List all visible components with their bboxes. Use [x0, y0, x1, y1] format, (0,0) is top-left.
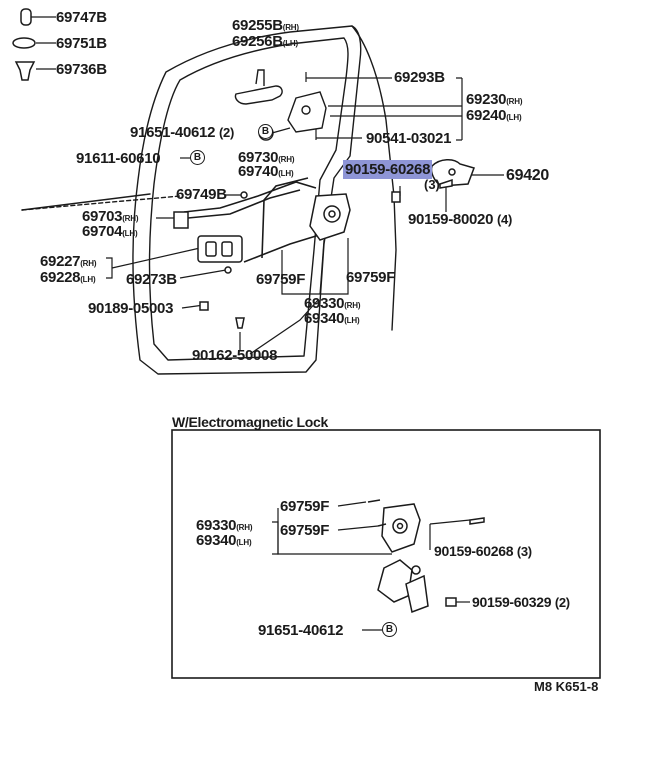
inset-leader-69759F-2: [337, 525, 379, 531]
leader-90162: [249, 299, 319, 355]
label-90189: 90189-05003: [88, 300, 174, 317]
inset-label-69340: 69340(LH): [196, 532, 252, 549]
label-90159-80020: 90159-80020 (4): [408, 211, 512, 228]
screw-90159-80020: [439, 178, 453, 189]
leader-69227-bracket: [106, 257, 113, 279]
inset-title: W/Electromagnetic Lock: [172, 414, 328, 430]
inset-label-69330: 69330(RH): [196, 517, 253, 534]
door-frame-outer: [132, 25, 362, 375]
label-91651-top: 91651-40612 (2): [130, 124, 234, 141]
leader-69273B: [179, 269, 227, 279]
inset-leader-69330: [277, 508, 392, 555]
diagram-code: M8 K651-8: [534, 679, 599, 694]
label-69330: 69330(RH): [304, 295, 361, 312]
label-69293B: 69293B: [394, 69, 445, 86]
inset-label-69759F-2: 69759F: [280, 522, 330, 539]
screw-90159-60268: [391, 191, 401, 203]
label-69703: 69703(RH): [82, 208, 139, 225]
label-69240: 69240(LH): [466, 107, 522, 124]
inset-leader-bracket: [272, 521, 279, 555]
leader-69227: [111, 247, 201, 269]
rod-69749B: [183, 181, 317, 213]
inset-label-90159-60329: 90159-60329 (2): [472, 594, 570, 610]
label-69273B: 69273B: [126, 271, 177, 288]
rod-69749B-b: [187, 189, 301, 219]
inset-frame: [171, 429, 601, 679]
inset-label-90159-60268: 90159-60268 (3): [434, 543, 532, 559]
label-69256B: 69256B(LH): [232, 33, 298, 50]
leader-69230-ends: [456, 77, 462, 141]
bracket-69703-shape: [173, 211, 189, 229]
label-69751B: 69751B: [56, 35, 107, 52]
inset-screw-60329: [445, 597, 457, 607]
inset-screw-60268: [469, 517, 485, 525]
leader-69230-lines: [328, 105, 462, 117]
label-69230: 69230(RH): [466, 91, 523, 108]
clip-69273B-shape: [224, 266, 232, 274]
door-frame-inner: [148, 37, 349, 361]
bolt-90162: [235, 317, 245, 329]
bolt-b-callout-left: B: [190, 150, 205, 165]
label-69736B: 69736B: [56, 61, 107, 78]
leader-69330: [319, 239, 325, 295]
inset-leader-90159-60268: [429, 519, 471, 525]
highlighted-part-90159-60268[interactable]: 90159-60268: [343, 160, 433, 179]
inset-actuator-shape: [377, 559, 413, 603]
inset-label-91651: 91651-40612: [258, 622, 344, 639]
outside-handle-post: [255, 69, 265, 86]
inside-handle-69227-shape: [197, 235, 243, 263]
label-69730: 69730(RH): [238, 149, 295, 166]
label-69759F-b: 69759F: [346, 269, 396, 286]
cable-69730: [261, 177, 309, 259]
inset-solenoid-shape: [405, 574, 429, 614]
inset-leader-69759F-1: [337, 501, 367, 507]
label-69227: 69227(RH): [40, 253, 97, 270]
reference-line-2: [21, 193, 151, 211]
label-91611: 91611-60610: [76, 150, 161, 167]
nut-90189: [199, 301, 209, 311]
leader-69759F-bracket: [281, 274, 349, 295]
label-69740: 69740(LH): [238, 163, 294, 180]
label-69759F-a: 69759F: [256, 271, 306, 288]
reference-line: [21, 195, 181, 211]
bolt-b-callout-top: B: [258, 124, 273, 139]
label-90159-60268-qty: (3): [424, 177, 440, 192]
clip-69747B-shape: [20, 8, 32, 26]
label-90162: 90162-50008: [192, 347, 278, 364]
cable-lower: [243, 231, 329, 263]
label-69255B: 69255B(RH): [232, 17, 299, 34]
frame-right-edge: [351, 25, 397, 331]
label-90541: 90541-03021: [366, 130, 452, 147]
label-69420: 69420: [506, 167, 549, 184]
inset-bolt-b-callout: B: [382, 622, 397, 637]
label-69747B: 69747B: [56, 9, 107, 26]
clip-69736B-shape: [14, 61, 36, 81]
label-69340: 69340(LH): [304, 310, 360, 327]
label-69749B: 69749B: [176, 186, 227, 203]
inset-label-69759F-1: 69759F: [280, 498, 330, 515]
outside-handle-shape: [234, 85, 283, 105]
grommet-69751B-shape: [12, 37, 36, 49]
label-69704: 69704(LH): [82, 223, 138, 240]
leader-91651-top: [271, 127, 291, 134]
label-69228: 69228(LH): [40, 269, 96, 286]
